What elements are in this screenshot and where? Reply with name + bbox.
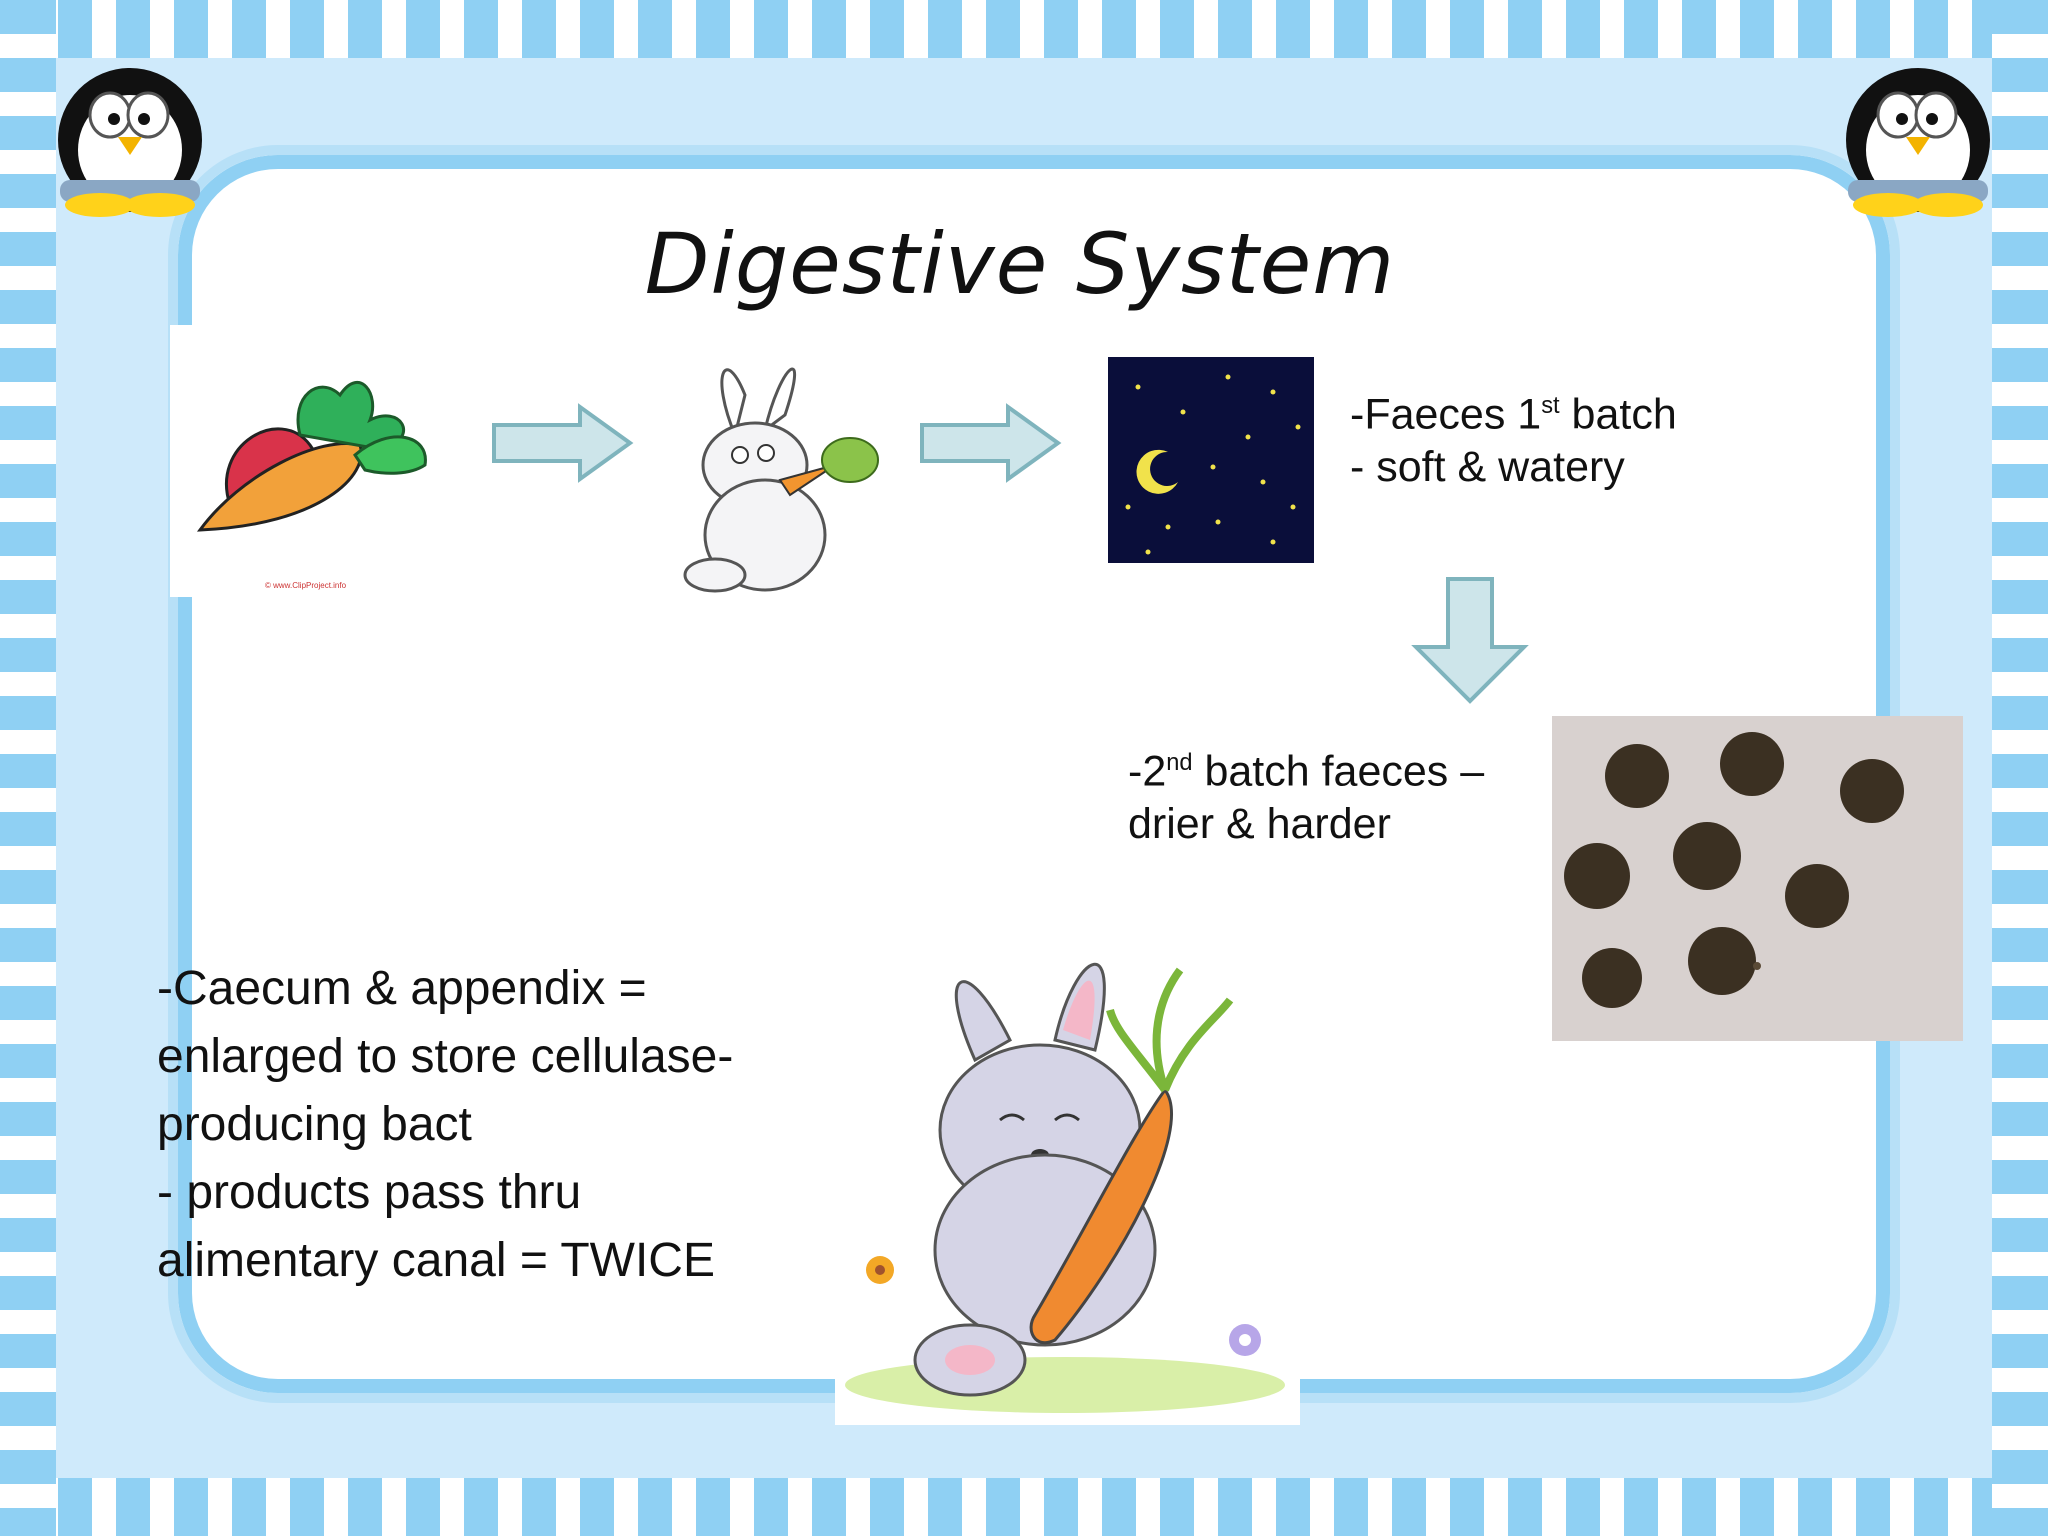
first-batch-line2: - soft & watery [1350,443,1625,491]
penguin-icon [1846,68,1990,217]
border-stripe-top [0,0,2048,58]
carrot-icon [170,325,470,597]
rabbit-icon [683,367,879,593]
penguin-icon [58,68,202,217]
caecum-text-line5: alimentary canal = TWICE [157,1234,715,1287]
first-batch-line1: -Faeces 1st batch [1350,390,1677,439]
night-sky-icon [1108,357,1314,563]
caecum-text-line3: producing bact [157,1098,472,1151]
arrow-right-icon [920,403,1062,483]
slide-title: Digestive System [644,215,1396,313]
border-stripe-bottom [0,1478,2048,1536]
caecum-text-line1: -Caecum & appendix = [157,962,647,1015]
caecum-text-line2: enlarged to store cellulase- [157,1030,734,1083]
border-stripe-right [1992,0,2048,1536]
caecum-text-line4: - products pass thru [157,1166,582,1219]
pellets-photo [1552,716,1963,1041]
rabbit-icon [835,930,1300,1425]
border-stripe-left [0,0,56,1536]
second-batch-line2: drier & harder [1128,800,1391,848]
second-batch-line1: -2nd batch faeces – [1128,747,1485,796]
arrow-right-icon [492,403,634,483]
arrow-down-icon [1411,577,1529,704]
clipart-credit: © www.ClipProject.info [265,581,347,590]
